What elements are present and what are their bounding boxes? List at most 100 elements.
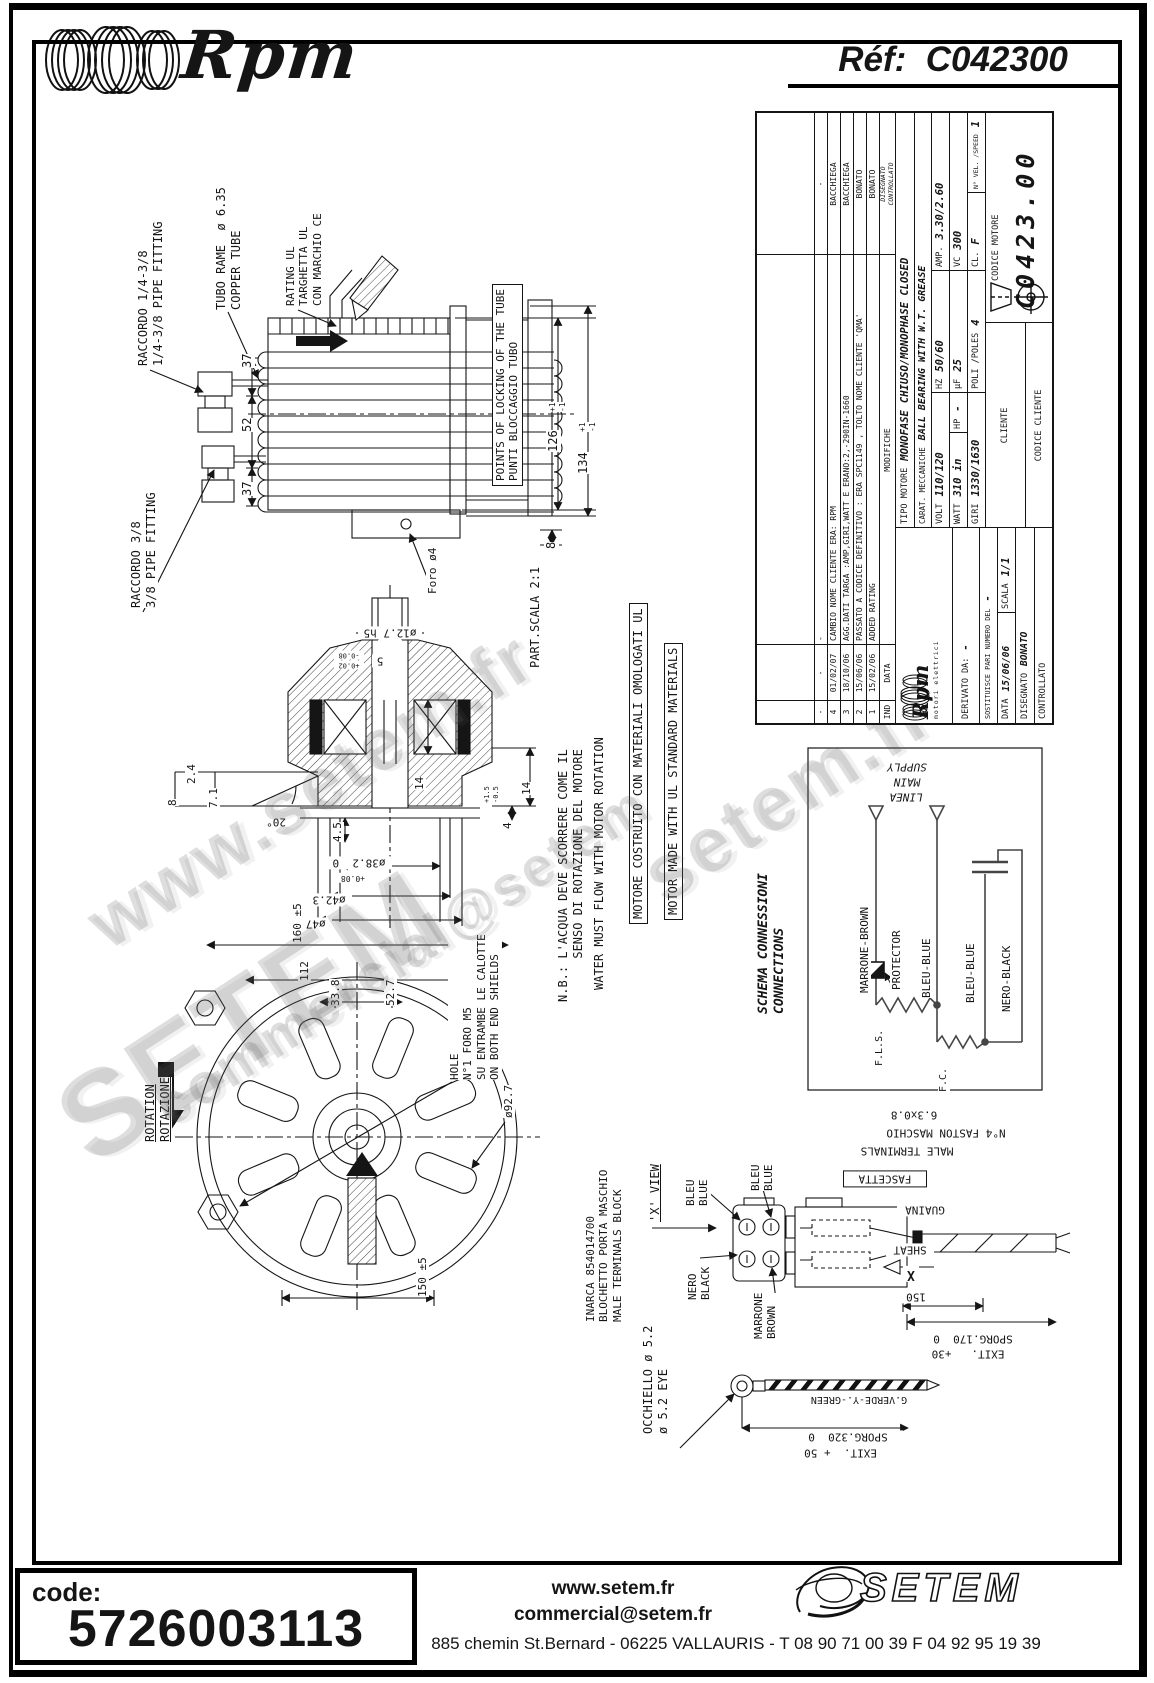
note-locking: POINTS OF LOCKING OF THE TUBE PUNTI BLOC… — [492, 283, 523, 486]
hp-cell: HP- — [952, 405, 964, 429]
dim-52: 52 — [240, 417, 255, 432]
contact-block: www.setem.fr commercial@setem.fr — [468, 1576, 758, 1627]
derivato-row: DERIVATO DA: - — [959, 644, 972, 719]
label-faston-size: 6.3x0.8 — [884, 1108, 944, 1122]
dim-37-top: 37 — [240, 353, 255, 368]
setem-logo-text: SETEM — [859, 1565, 1023, 1611]
wire-marrone-brown-tb: MARRONE BROWN — [752, 1292, 779, 1339]
dim-92-7: ø92.7 — [502, 1084, 516, 1118]
tipo-motore-row: TIPO MOTORE MONOFASE CHIUSO/MONOPHASE CL… — [898, 257, 911, 524]
setem-logo-icon — [795, 1566, 870, 1618]
code-box: code: 5726003113 — [15, 1568, 417, 1665]
tol-5b: +0.02 — [334, 661, 364, 670]
label-guaina: GUAINA — [897, 1203, 953, 1217]
schema-title: SCHEMA CONNESSIONI CONNECTIONS — [756, 873, 788, 1014]
reference-number: Réf: C042300 — [788, 40, 1118, 88]
controllato-row: CONTROLLATO — [1038, 662, 1048, 719]
revision-header-row: IND DATA MODIFICHE DISEGNATO CONTROLLATO — [879, 113, 895, 723]
rev-header-names: DISEGNATO CONTROLLATO — [879, 162, 895, 206]
wire-bleu-blue-tb1: BLEU BLUE — [684, 1179, 711, 1206]
rpm-mini-coils-icon — [900, 674, 930, 721]
dim-8-side: 8 — [544, 541, 559, 549]
dim-37-bottom: 37 — [240, 481, 255, 496]
wire-green: G.VERDE-Y.-GREEN — [795, 1393, 923, 1406]
setem-logo: SETEM — [859, 1565, 1023, 1611]
dim-5: 5 — [372, 654, 388, 668]
label-faston-it: N°4 FASTON MASCHIO — [870, 1126, 1022, 1140]
rpm-logo-text: Rpm — [177, 16, 363, 94]
label-fascetta: FASCETTA — [843, 1170, 927, 1188]
wire-marrone-brown: MARRONE-BROWN — [858, 906, 872, 993]
callout-rating-ul: RATING UL TARGHETTA UL CON MARCHIO CE — [284, 213, 325, 306]
code-label: code: — [32, 1577, 102, 1607]
carat-meccaniche-row: CARAT. MECCANICHE BALL BEARING WITH W.T.… — [917, 265, 928, 524]
dim-shaft: ø12.7 h5 — [358, 626, 422, 640]
dim-14-right: 14 — [520, 781, 534, 795]
label-part-scale: PART.SCALA 2:1 — [528, 566, 543, 668]
callout-raccordo-38: RACCORDO 3/8 3/8 PIPE FITTING — [129, 492, 159, 608]
dim-14-left: 14 — [413, 776, 427, 790]
codice-cliente-cell: CODICE CLIENTE — [1033, 389, 1044, 462]
label-x-mark: X — [903, 1266, 919, 1282]
dim-134: 134 — [576, 452, 591, 474]
label-sheat: SHEAT — [886, 1243, 934, 1257]
email-link[interactable]: commercial@setem.fr — [513, 1603, 713, 1625]
label-faston-en: MALE TERMINALS — [846, 1144, 968, 1158]
disegnato-row: DISEGNATO BONATO — [1019, 631, 1030, 719]
dim-4: 4 — [501, 822, 515, 829]
label-fls: F.L.S. — [874, 1029, 887, 1066]
rpm-mini-logo: Rpm motori elettrici — [895, 528, 952, 723]
rev-header-data: DATA — [882, 663, 892, 683]
dim-sporg-170: SPORG.170 0 — [918, 1332, 1028, 1346]
sostituisce-row: SOSTITUISCE PARI NUMERO DEL - — [982, 595, 994, 719]
note-occhiello: OCCHIELLO ø 5.2 ø 5.2 EYE — [641, 1325, 671, 1434]
ref-value: C042300 — [925, 40, 1068, 79]
data-cell: DATA 15/06/06 — [1000, 645, 1012, 719]
website-link[interactable]: www.setem.fr — [551, 1578, 675, 1599]
rev-header-ind: IND — [882, 704, 892, 720]
ref-label: Réf: — [838, 40, 907, 79]
approval-stamp-icon — [990, 280, 1048, 314]
scala-cell: SCALA 1/1 — [1000, 557, 1012, 609]
tol-134: +1 -1 — [578, 422, 598, 432]
dim-126: 126 — [546, 430, 561, 452]
dim-exit-170: EXIT. +30 — [918, 1347, 1018, 1361]
tol-5a: -0.08 — [334, 651, 364, 660]
tol-126: +1 -1 — [548, 402, 568, 412]
codice-motore-cell: CODICE MOTORE C0423.00 — [985, 113, 1052, 323]
dim-150-cable: 150 — [901, 1290, 931, 1304]
wire-nero-black: NERO-BLACK — [1000, 945, 1014, 1012]
label-fc: F.C. — [938, 1067, 951, 1092]
cliente-cell: CLIENTE — [1000, 407, 1010, 444]
dim-sporg-320: SPORG.320 0 — [793, 1430, 903, 1444]
address-line: 885 chemin St.Bernard - 06225 VALLAURIS … — [431, 1634, 1041, 1653]
note-inarca: INARCA 854014700 BLOCHETTO PORTA MASCHIO… — [584, 1169, 625, 1322]
dim-150: 150 ±5 — [416, 1257, 430, 1297]
rpm-logo-coils-icon — [45, 26, 180, 94]
code-value: 5726003113 — [67, 1600, 365, 1658]
label-protector: PROTECTOR — [890, 930, 904, 990]
label-supply-3: LINEA — [882, 790, 930, 804]
dim-exit-320: EXIT. + 50 — [788, 1446, 893, 1460]
callout-copper-tube: TUBO RAME ø 6.35 COPPER TUBE — [214, 187, 244, 310]
cl-cell: CL.F — [970, 238, 982, 267]
dim-2-4: 2.4 — [185, 764, 199, 784]
wire-bleu-blue-2: BLEU-BLUE — [964, 943, 978, 1003]
wire-bleu-blue-1: BLEU-BLUE — [920, 938, 934, 998]
dim-8-detail: 8 — [166, 799, 180, 806]
rev-header-modifiche: MODIFICHE — [882, 428, 892, 472]
label-foro4: Foro ø4 — [426, 547, 440, 594]
